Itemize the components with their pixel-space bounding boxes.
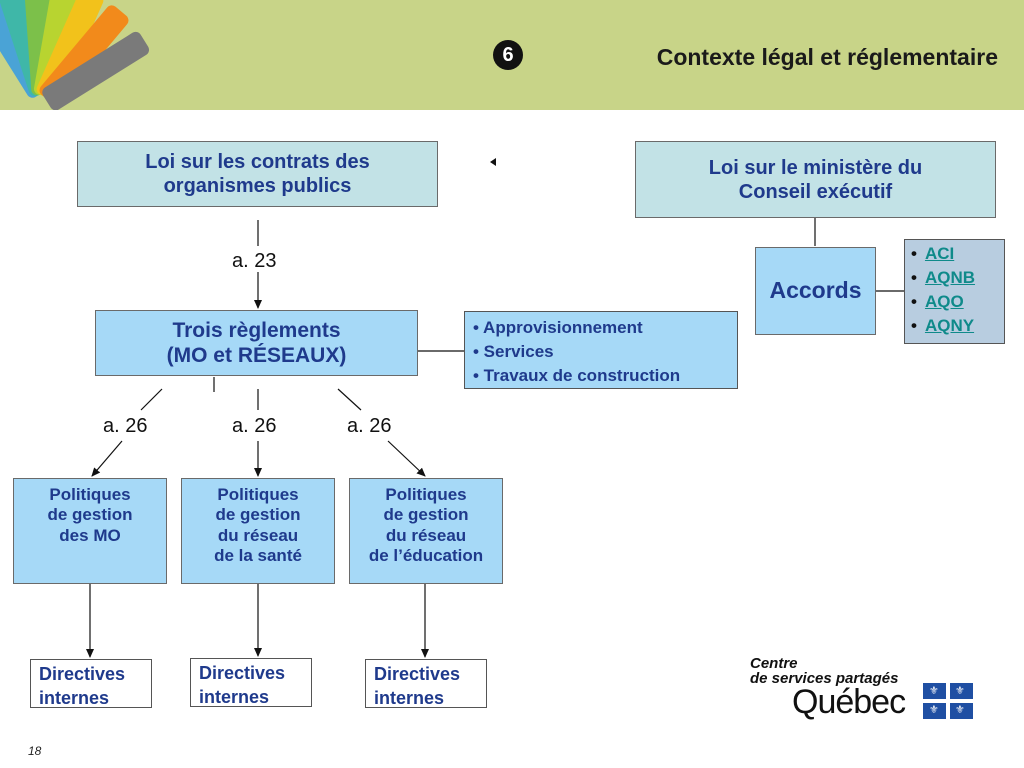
directives-mo-box: Directives internes <box>30 659 152 708</box>
politiques-education-line4: de l’éducation <box>369 546 483 566</box>
accords-label: Accords <box>769 277 861 305</box>
politiques-mo-box: Politiques de gestion des MO <box>13 478 167 584</box>
politiques-education-box: Politiques de gestion du réseau de l’édu… <box>349 478 503 584</box>
quebec-flag-icon: ⚜ ⚜ ⚜ ⚜ <box>923 683 973 719</box>
link-aci[interactable]: ACI <box>925 244 954 263</box>
trois-reglements-box: Trois règlements (MO et RÉSEAUX) <box>95 310 418 376</box>
politiques-sante-line2: de gestion <box>215 505 300 525</box>
directives-education-box: Directives internes <box>365 659 487 708</box>
list-item-approvisionnement: • Approvisionnement <box>473 316 729 340</box>
label-a26-right: a. 26 <box>347 415 391 438</box>
small-arrow-icon <box>490 158 496 166</box>
link-aqnb[interactable]: AQNB <box>925 268 975 287</box>
list-item[interactable]: •ACI <box>911 242 998 266</box>
politiques-sante-line4: de la santé <box>214 546 302 566</box>
politiques-education-line3: du réseau <box>386 526 466 546</box>
directives-line1: Directives <box>374 662 478 686</box>
politiques-sante-line1: Politiques <box>217 485 298 505</box>
label-a26-mid: a. 26 <box>232 415 276 438</box>
directives-line1: Directives <box>199 661 303 685</box>
politiques-mo-line2: de gestion <box>47 505 132 525</box>
loi-ministere-line1: Loi sur le ministère du <box>709 156 922 180</box>
politiques-education-line1: Politiques <box>385 485 466 505</box>
trois-reglements-line1: Trois règlements <box>172 318 340 343</box>
arrow-a26-left <box>92 441 122 476</box>
page-number: 18 <box>28 744 41 758</box>
accords-box: Accords <box>755 247 876 335</box>
list-item[interactable]: •AQO <box>911 290 998 314</box>
directives-sante-box: Directives internes <box>190 658 312 707</box>
connector-line <box>338 389 361 410</box>
loi-ministere-line2: Conseil exécutif <box>739 180 892 204</box>
csp-quebec-logo: Centre de services partagés Québec ⚜ ⚜ ⚜… <box>750 655 980 725</box>
politiques-sante-box: Politiques de gestion du réseau de la sa… <box>181 478 335 584</box>
list-item-travaux: • Travaux de construction <box>473 364 729 388</box>
politiques-mo-line1: Politiques <box>49 485 130 505</box>
politiques-education-line2: de gestion <box>383 505 468 525</box>
directives-line2: internes <box>199 685 303 709</box>
link-aqny[interactable]: AQNY <box>925 316 974 335</box>
list-item[interactable]: •AQNY <box>911 314 998 338</box>
label-a23: a. 23 <box>232 250 276 273</box>
label-a26-left: a. 26 <box>103 415 147 438</box>
list-item-services: • Services <box>473 340 729 364</box>
loi-contrats-line2: organismes publics <box>164 174 352 198</box>
logo-line3: Québec <box>792 683 905 722</box>
connector-line <box>141 389 162 410</box>
directives-line1: Directives <box>39 662 143 686</box>
politiques-sante-line3: du réseau <box>218 526 298 546</box>
directives-line2: internes <box>39 686 143 710</box>
trois-reglements-line2: (MO et RÉSEAUX) <box>167 343 347 368</box>
loi-contrats-box: Loi sur les contrats des organismes publ… <box>77 141 438 207</box>
link-aqo[interactable]: AQO <box>925 292 964 311</box>
accords-list: •ACI •AQNB •AQO •AQNY <box>904 239 1005 344</box>
loi-ministere-box: Loi sur le ministère du Conseil exécutif <box>635 141 996 218</box>
loi-contrats-line1: Loi sur les contrats des <box>145 150 370 174</box>
list-item[interactable]: •AQNB <box>911 266 998 290</box>
types-list: • Approvisionnement • Services • Travaux… <box>464 311 738 389</box>
arrow-a26-right <box>388 441 425 476</box>
directives-line2: internes <box>374 686 478 710</box>
politiques-mo-line3: des MO <box>59 526 120 546</box>
